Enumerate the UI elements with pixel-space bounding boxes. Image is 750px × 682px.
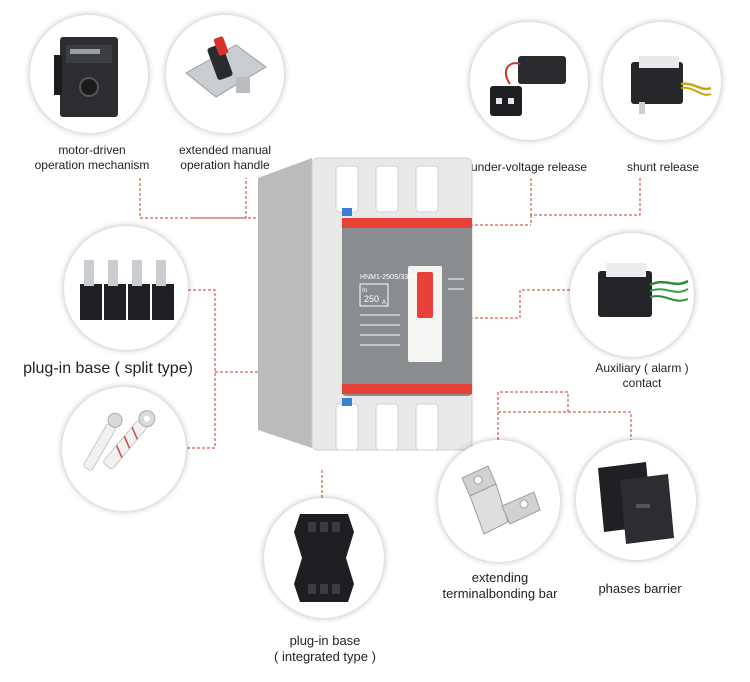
- manual-handle-label: extended manual operation handle: [178, 143, 272, 172]
- connector-terminal-barrier: [497, 391, 569, 425]
- auxiliary-contact-image: [570, 233, 694, 357]
- phase-barrier-label: phases barrier: [598, 581, 682, 596]
- undervoltage-release-image: [470, 22, 588, 140]
- shunt-release-label: shunt release: [626, 160, 700, 174]
- breaker-rating-prefix: In: [362, 288, 367, 294]
- connector-auxiliary: [470, 289, 570, 319]
- auxiliary-contact-label: Auxiliary ( alarm ) contact: [595, 361, 689, 390]
- phase-barrier-image: [576, 440, 696, 560]
- insulated-lug-image: [62, 387, 186, 511]
- connector-motor-handle: [139, 178, 247, 219]
- manual-handle-image: [166, 15, 284, 133]
- split-base-image: [64, 226, 188, 350]
- integrated-base-image: [264, 498, 384, 618]
- connector-undervoltage-shunt: [530, 178, 641, 216]
- breaker-model: HNM1-250S/3300: [360, 274, 416, 281]
- motor-mechanism-image: [30, 15, 148, 133]
- breaker-rating: 250: [364, 294, 379, 304]
- motor-mechanism-label: motor-driven operation mechanism: [34, 143, 150, 172]
- terminal-bar-label: extending terminalbonding bar: [442, 570, 558, 602]
- breaker-rating-unit: A: [382, 300, 386, 306]
- split-base-label: plug-in base ( split type): [23, 360, 193, 377]
- undervoltage-release-label: under-voltage release: [470, 160, 588, 174]
- connector-split-base: [185, 289, 216, 449]
- integrated-base-label: plug-in base ( integrated type ): [274, 633, 376, 665]
- circuit-breaker: HNM1-250S/3300 In 250 A: [258, 157, 473, 451]
- terminal-bar-image: [438, 440, 560, 562]
- shunt-release-image: [603, 22, 721, 140]
